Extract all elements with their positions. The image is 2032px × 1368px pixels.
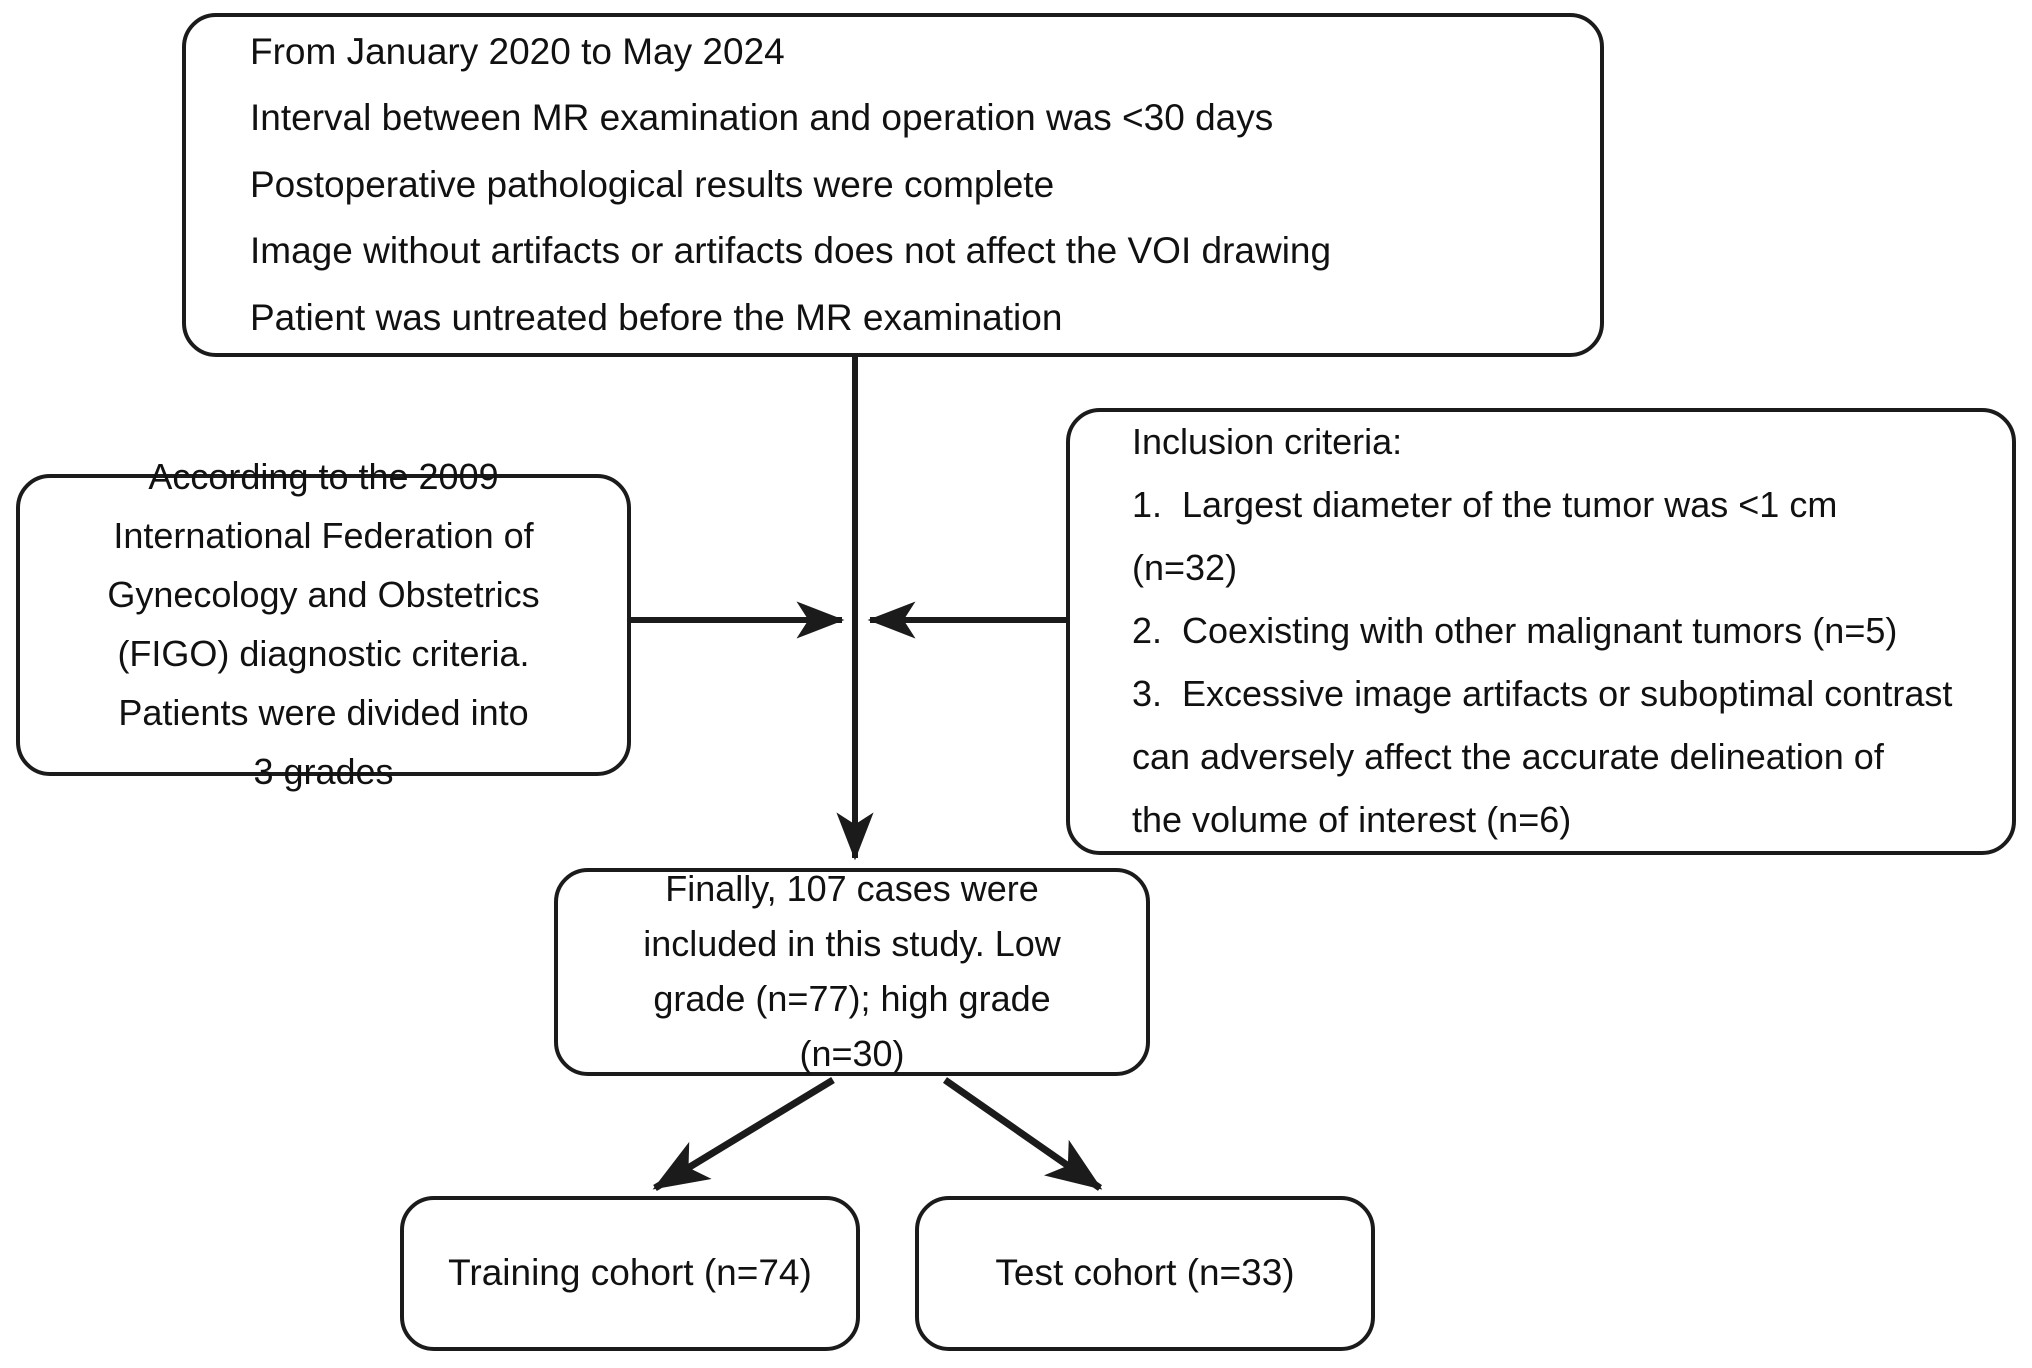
final-line-2: included in this study. Low xyxy=(643,923,1061,965)
final-line-3: grade (n=77); high grade xyxy=(653,978,1051,1019)
eligibility-line-5: Patient was untreated before the MR exam… xyxy=(250,296,1063,338)
figo-line-1: According to the 2009 xyxy=(148,456,499,498)
training-cohort-label: Training cohort (n=74) xyxy=(448,1252,812,1294)
criteria-line-2: 1. Largest diameter of the tumor was <1 … xyxy=(1132,484,1838,526)
final-to-test-arrow xyxy=(942,1077,1103,1191)
final-to-training-arrow xyxy=(652,1077,835,1191)
training-cohort-box: Training cohort (n=74) xyxy=(400,1196,860,1351)
final-line-1: Finally, 107 cases were xyxy=(665,868,1039,910)
test-cohort-label: Test cohort (n=33) xyxy=(995,1252,1295,1294)
eligibility-line-1: From January 2020 to May 2024 xyxy=(250,31,785,73)
criteria-line-7: the volume of interest (n=6) xyxy=(1132,798,1572,840)
figo-grading-box: According to the 2009 International Fede… xyxy=(16,456,631,792)
final-line-4: (n=30) xyxy=(799,1032,905,1074)
figo-line-4: (FIGO) diagnostic criteria. xyxy=(117,633,530,674)
criteria-line-4: 2. Coexisting with other malignant tumor… xyxy=(1132,610,1898,652)
inclusion-criteria-box: Inclusion criteria: 1. Largest diameter … xyxy=(1066,408,2016,855)
final-cohort-box: Finally, 107 cases were included in this… xyxy=(554,868,1150,1076)
figo-line-6: 3 grades xyxy=(253,750,394,792)
criteria-line-1: Inclusion criteria: xyxy=(1132,421,1403,463)
figo-line-5: Patients were divided into xyxy=(118,691,529,733)
criteria-line-3: (n=32) xyxy=(1132,547,1238,589)
criteria-line-5: 3. Excessive image artifacts or suboptim… xyxy=(1132,672,1953,714)
eligibility-criteria-box: From January 2020 to May 2024 Interval b… xyxy=(182,13,1604,357)
criteria-line-6: can adversely affect the accurate deline… xyxy=(1132,735,1884,777)
eligibility-line-3: Postoperative pathological results were … xyxy=(250,163,1055,205)
figo-line-3: Gynecology and Obstetrics xyxy=(107,574,540,616)
eligibility-line-4: Image without artifacts or artifacts doe… xyxy=(250,230,1332,272)
test-cohort-box: Test cohort (n=33) xyxy=(915,1196,1375,1351)
figo-line-2: International Federation of xyxy=(113,515,534,557)
eligibility-line-2: Interval between MR examination and oper… xyxy=(250,97,1274,139)
